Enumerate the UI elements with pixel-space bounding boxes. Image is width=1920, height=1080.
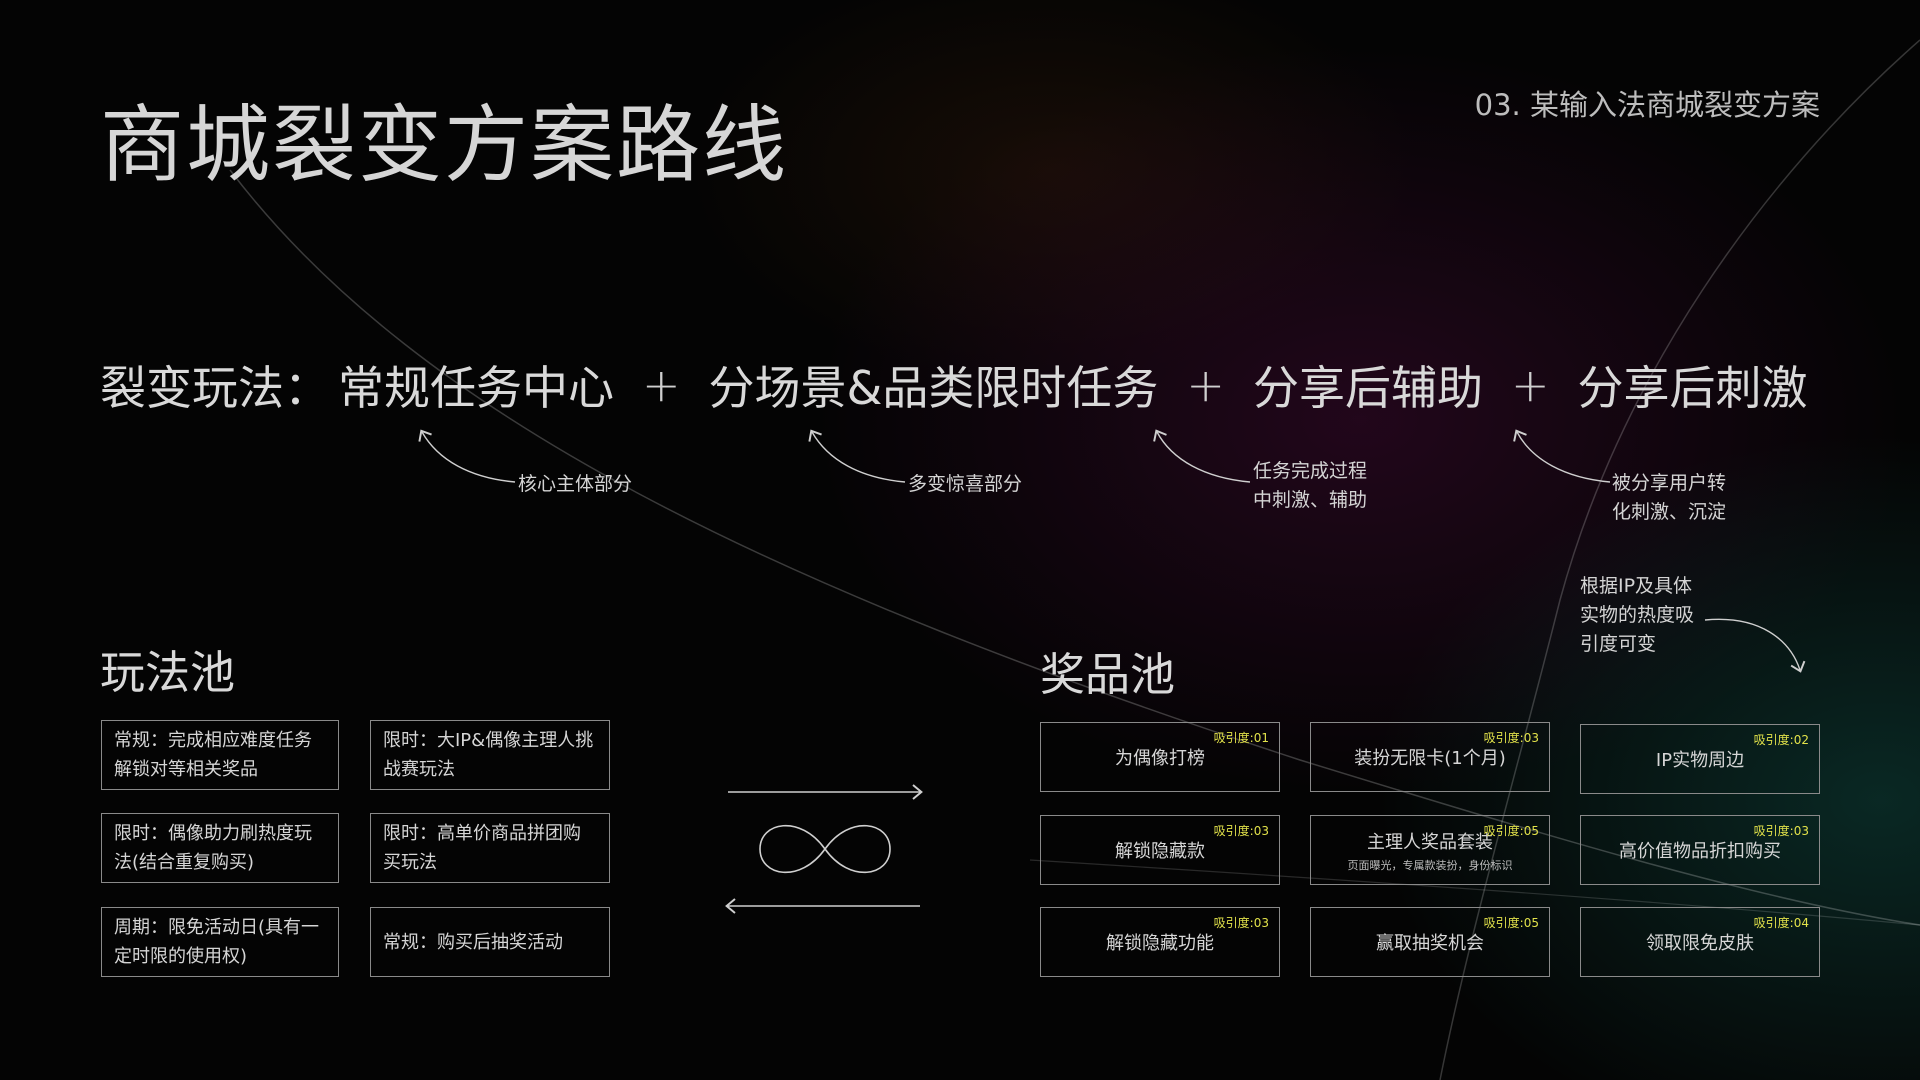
annotation-line: 中刺激、辅助 bbox=[1253, 489, 1368, 511]
page-subtitle: 03. 某输入法商城裂变方案 bbox=[1474, 88, 1820, 122]
play-item-line: 限时：偶像助力刷热度玩 bbox=[114, 823, 312, 844]
annotation-core: 核心主体部分 bbox=[518, 470, 632, 499]
annotation-surprise: 多变惊喜部分 bbox=[908, 470, 1022, 499]
prize-score: 吸引度:03 bbox=[1213, 824, 1269, 838]
formula-part: 常规任务中心 bbox=[338, 361, 614, 415]
prize-note-line: 引度可变 bbox=[1580, 633, 1657, 655]
play-item-line: 限时：高单价商品拼团购 bbox=[383, 823, 581, 844]
prize-card: 吸引度:02 IP实物周边 bbox=[1580, 724, 1820, 794]
prize-label: 高价值物品折扣购买 bbox=[1619, 841, 1781, 862]
prize-score: 吸引度:05 bbox=[1483, 824, 1539, 838]
formula-lead: 裂变玩法： bbox=[100, 361, 330, 415]
play-item-line: 周期：限免活动日(具有一 bbox=[114, 917, 320, 938]
curved-arrow-icon bbox=[1513, 429, 1611, 483]
prize-card: 吸引度:01 为偶像打榜 bbox=[1040, 722, 1280, 792]
play-item-line: 法(结合重复购买) bbox=[114, 852, 255, 873]
play-pool-item: 限时：大IP&偶像主理人挑战赛玩法 bbox=[370, 720, 610, 790]
annotation-assist: 任务完成过程 中刺激、辅助 bbox=[1253, 457, 1367, 515]
formula-part: 分享后刺激 bbox=[1577, 361, 1808, 415]
annotation-line: 任务完成过程 bbox=[1253, 460, 1368, 482]
prize-note-line: 根据IP及具体 bbox=[1580, 575, 1693, 597]
prize-label: 装扮无限卡(1个月) bbox=[1354, 748, 1506, 769]
play-pool-item: 限时：高单价商品拼团购买玩法 bbox=[370, 813, 610, 883]
background-curve bbox=[229, 169, 1920, 926]
annotation-line: 化刺激、沉淀 bbox=[1612, 501, 1727, 523]
play-item-line: 解锁对等相关奖品 bbox=[114, 759, 258, 780]
prize-label: 主理人奖品套装 bbox=[1367, 831, 1493, 853]
prize-score: 吸引度:03 bbox=[1753, 824, 1809, 838]
prize-pool-title: 奖品池 bbox=[1040, 648, 1176, 701]
prize-label: 领取限免皮肤 bbox=[1646, 933, 1754, 954]
prize-score: 吸引度:02 bbox=[1753, 733, 1809, 747]
annotation-line: 核心主体部分 bbox=[518, 473, 633, 495]
prize-label: 赢取抽奖机会 bbox=[1376, 933, 1484, 954]
play-pool-item: 常规：完成相应难度任务解锁对等相关奖品 bbox=[101, 720, 339, 790]
curved-arrow-icon bbox=[1704, 618, 1806, 673]
prize-label: IP实物周边 bbox=[1655, 750, 1745, 771]
formula-part: 分享后辅助 bbox=[1252, 361, 1483, 415]
play-pool-title: 玩法池 bbox=[100, 646, 236, 699]
background-curve bbox=[1439, 39, 1920, 1080]
prize-card: 吸引度:03 解锁隐藏款 bbox=[1040, 815, 1280, 885]
plus-sign: + bbox=[642, 358, 681, 412]
prize-card: 吸引度:05 主理人奖品套装 页面曝光，专属款装扮，身份标识 bbox=[1310, 815, 1550, 885]
plus-sign: + bbox=[1186, 358, 1225, 412]
formula-part: 分场景&品类限时任务 bbox=[708, 361, 1159, 415]
play-item-line: 常规：购买后抽奖活动 bbox=[383, 931, 563, 953]
formula-line: 裂变玩法： 常规任务中心 + 分场景&品类限时任务 + 分享后辅助 + 分享后刺… bbox=[100, 352, 1808, 418]
prize-score: 吸引度:01 bbox=[1213, 731, 1269, 745]
prize-card: 吸引度:03 解锁隐藏功能 bbox=[1040, 907, 1280, 977]
prize-score: 吸引度:05 bbox=[1483, 916, 1539, 930]
curved-arrow-icon bbox=[808, 429, 906, 483]
prize-label: 解锁隐藏功能 bbox=[1106, 933, 1214, 954]
prize-score: 吸引度:03 bbox=[1483, 731, 1539, 745]
play-item-line: 常规：完成相应难度任务 bbox=[114, 730, 312, 751]
play-pool-item: 限时：偶像助力刷热度玩法(结合重复购买) bbox=[101, 813, 339, 883]
prize-card: 吸引度:05 赢取抽奖机会 bbox=[1310, 907, 1550, 977]
background-curve bbox=[1029, 859, 1920, 926]
prize-score: 吸引度:04 bbox=[1753, 916, 1809, 930]
infinity-icon bbox=[759, 824, 891, 874]
prize-sublabel: 页面曝光，专属款装扮，身份标识 bbox=[1347, 858, 1513, 872]
play-item-line: 限时：大IP&偶像主理人挑 bbox=[383, 730, 594, 751]
page-title: 商城裂变方案路线 bbox=[100, 96, 789, 194]
annotation-stimulate: 被分享用户转 化刺激、沉淀 bbox=[1612, 469, 1726, 527]
play-item-line: 战赛玩法 bbox=[383, 759, 455, 780]
prize-card: 吸引度:03 高价值物品折扣购买 bbox=[1580, 815, 1820, 885]
play-item-line: 买玩法 bbox=[383, 852, 437, 873]
play-pool-item: 常规：购买后抽奖活动 bbox=[370, 907, 610, 977]
play-item-line: 定时限的使用权) bbox=[114, 946, 248, 967]
annotation-line: 多变惊喜部分 bbox=[908, 473, 1023, 495]
prize-card: 吸引度:04 领取限免皮肤 bbox=[1580, 907, 1820, 977]
prize-card: 吸引度:03 装扮无限卡(1个月) bbox=[1310, 722, 1550, 792]
prize-label: 解锁隐藏款 bbox=[1115, 841, 1205, 862]
curved-arrow-icon bbox=[1153, 429, 1251, 483]
plus-sign: + bbox=[1510, 358, 1550, 412]
prize-note-line: 实物的热度吸 bbox=[1580, 604, 1695, 626]
prize-score: 吸引度:03 bbox=[1213, 916, 1269, 930]
annotation-line: 被分享用户转 bbox=[1612, 472, 1727, 494]
curved-arrow-icon bbox=[418, 429, 516, 483]
play-pool-item: 周期：限免活动日(具有一定时限的使用权) bbox=[101, 907, 339, 977]
prize-label: 为偶像打榜 bbox=[1115, 748, 1205, 769]
prize-note: 根据IP及具体 实物的热度吸 引度可变 bbox=[1580, 572, 1694, 659]
